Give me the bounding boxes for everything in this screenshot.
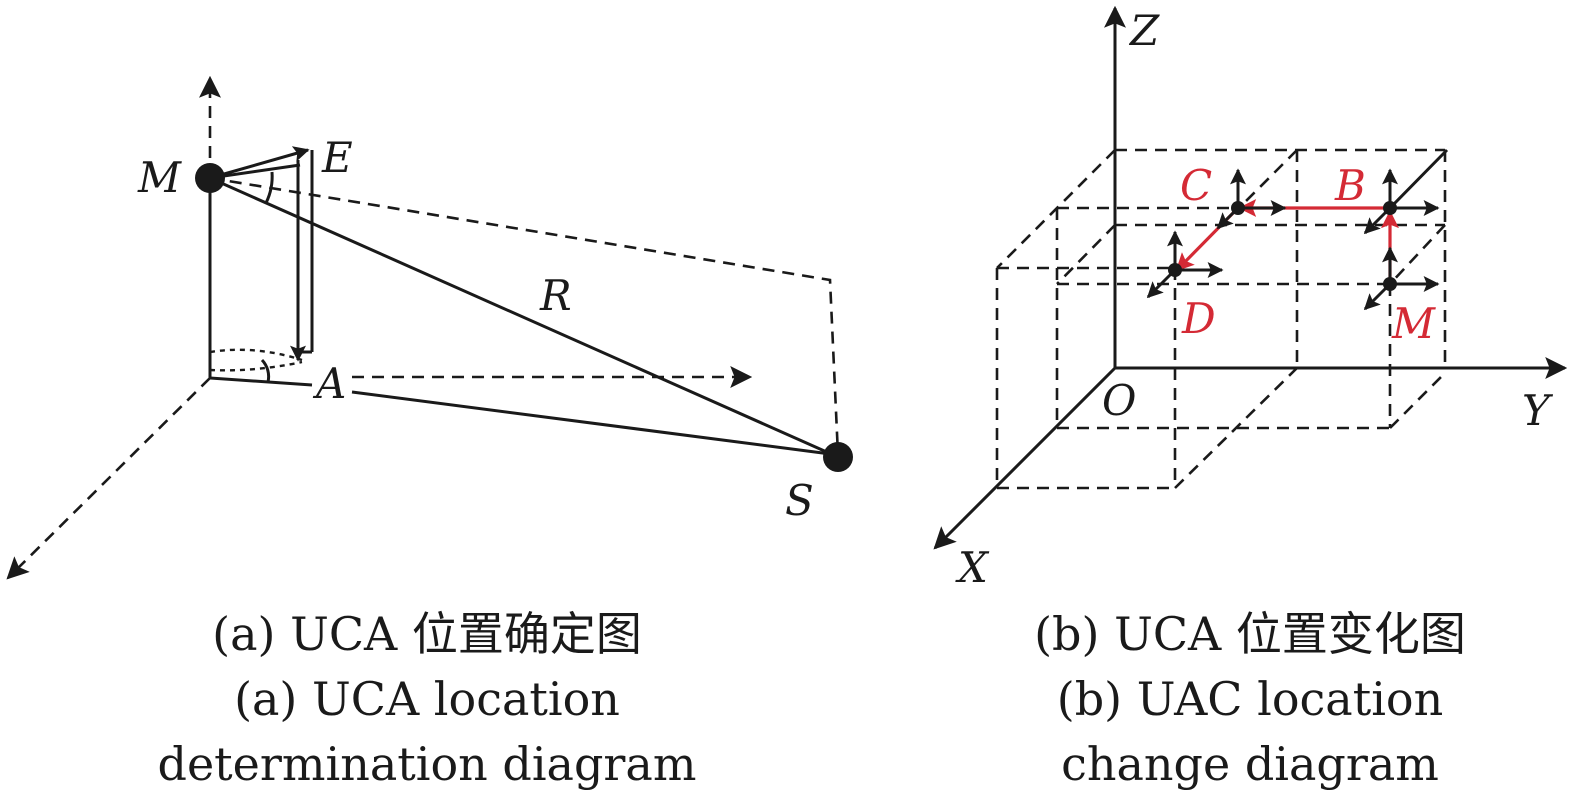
- panel-b-diagram: Z Y X O C B D M: [933, 5, 1568, 592]
- panel-a-diagram: M E R A S: [6, 75, 853, 580]
- axis-X: [933, 366, 1117, 550]
- point-M2: [1383, 277, 1397, 291]
- label-Z: Z: [1128, 6, 1160, 55]
- local-frame-D: [1146, 230, 1224, 299]
- label-D: D: [1181, 294, 1216, 343]
- local-frame-B: [1363, 168, 1440, 235]
- angle-arc-elevation: [264, 171, 274, 204]
- axis-diagonal-dashed: [6, 377, 211, 580]
- base-arc-dotted-mid: [209, 360, 303, 372]
- label-A: A: [312, 359, 346, 408]
- local-frame-C: [1216, 168, 1287, 230]
- point-C: [1231, 201, 1245, 215]
- label-O: O: [1102, 376, 1136, 425]
- label-X: X: [955, 543, 990, 592]
- line-to-E-inner: [209, 163, 301, 180]
- point-D: [1168, 263, 1182, 277]
- label-S: S: [785, 476, 814, 525]
- label-Y: Y: [1522, 386, 1554, 435]
- caption-a-en-1: (a) UCA location: [234, 672, 620, 726]
- angle-arc-azimuth: [260, 358, 271, 383]
- base-arc-dotted-top: [209, 348, 303, 362]
- line-A-to-S: [351, 390, 839, 457]
- label-C: C: [1180, 161, 1212, 210]
- point-B: [1383, 201, 1397, 215]
- label-M-b: M: [1391, 299, 1436, 348]
- projection-dashed-line: [209, 176, 840, 456]
- caption-b-en-1: (b) UAC location: [1057, 672, 1443, 726]
- arrow-to-E: [209, 146, 310, 180]
- base-line-to-A: [209, 376, 313, 387]
- label-E: E: [321, 133, 353, 182]
- dashed-box-grid: [995, 148, 1447, 490]
- point-S: [823, 442, 853, 472]
- caption-b-en-2: change diagram: [1061, 737, 1439, 791]
- caption-a-en-2: determination diagram: [158, 737, 697, 791]
- label-B: B: [1334, 161, 1366, 210]
- top-right-diagonal: [1388, 148, 1449, 210]
- point-M: [195, 163, 225, 193]
- label-M: M: [137, 153, 182, 202]
- caption-b-cn: (b) UCA 位置变化图: [1034, 607, 1466, 661]
- caption-a-cn: (a) UCA 位置确定图: [212, 607, 642, 661]
- label-R: R: [539, 271, 572, 320]
- line-R: [209, 176, 839, 459]
